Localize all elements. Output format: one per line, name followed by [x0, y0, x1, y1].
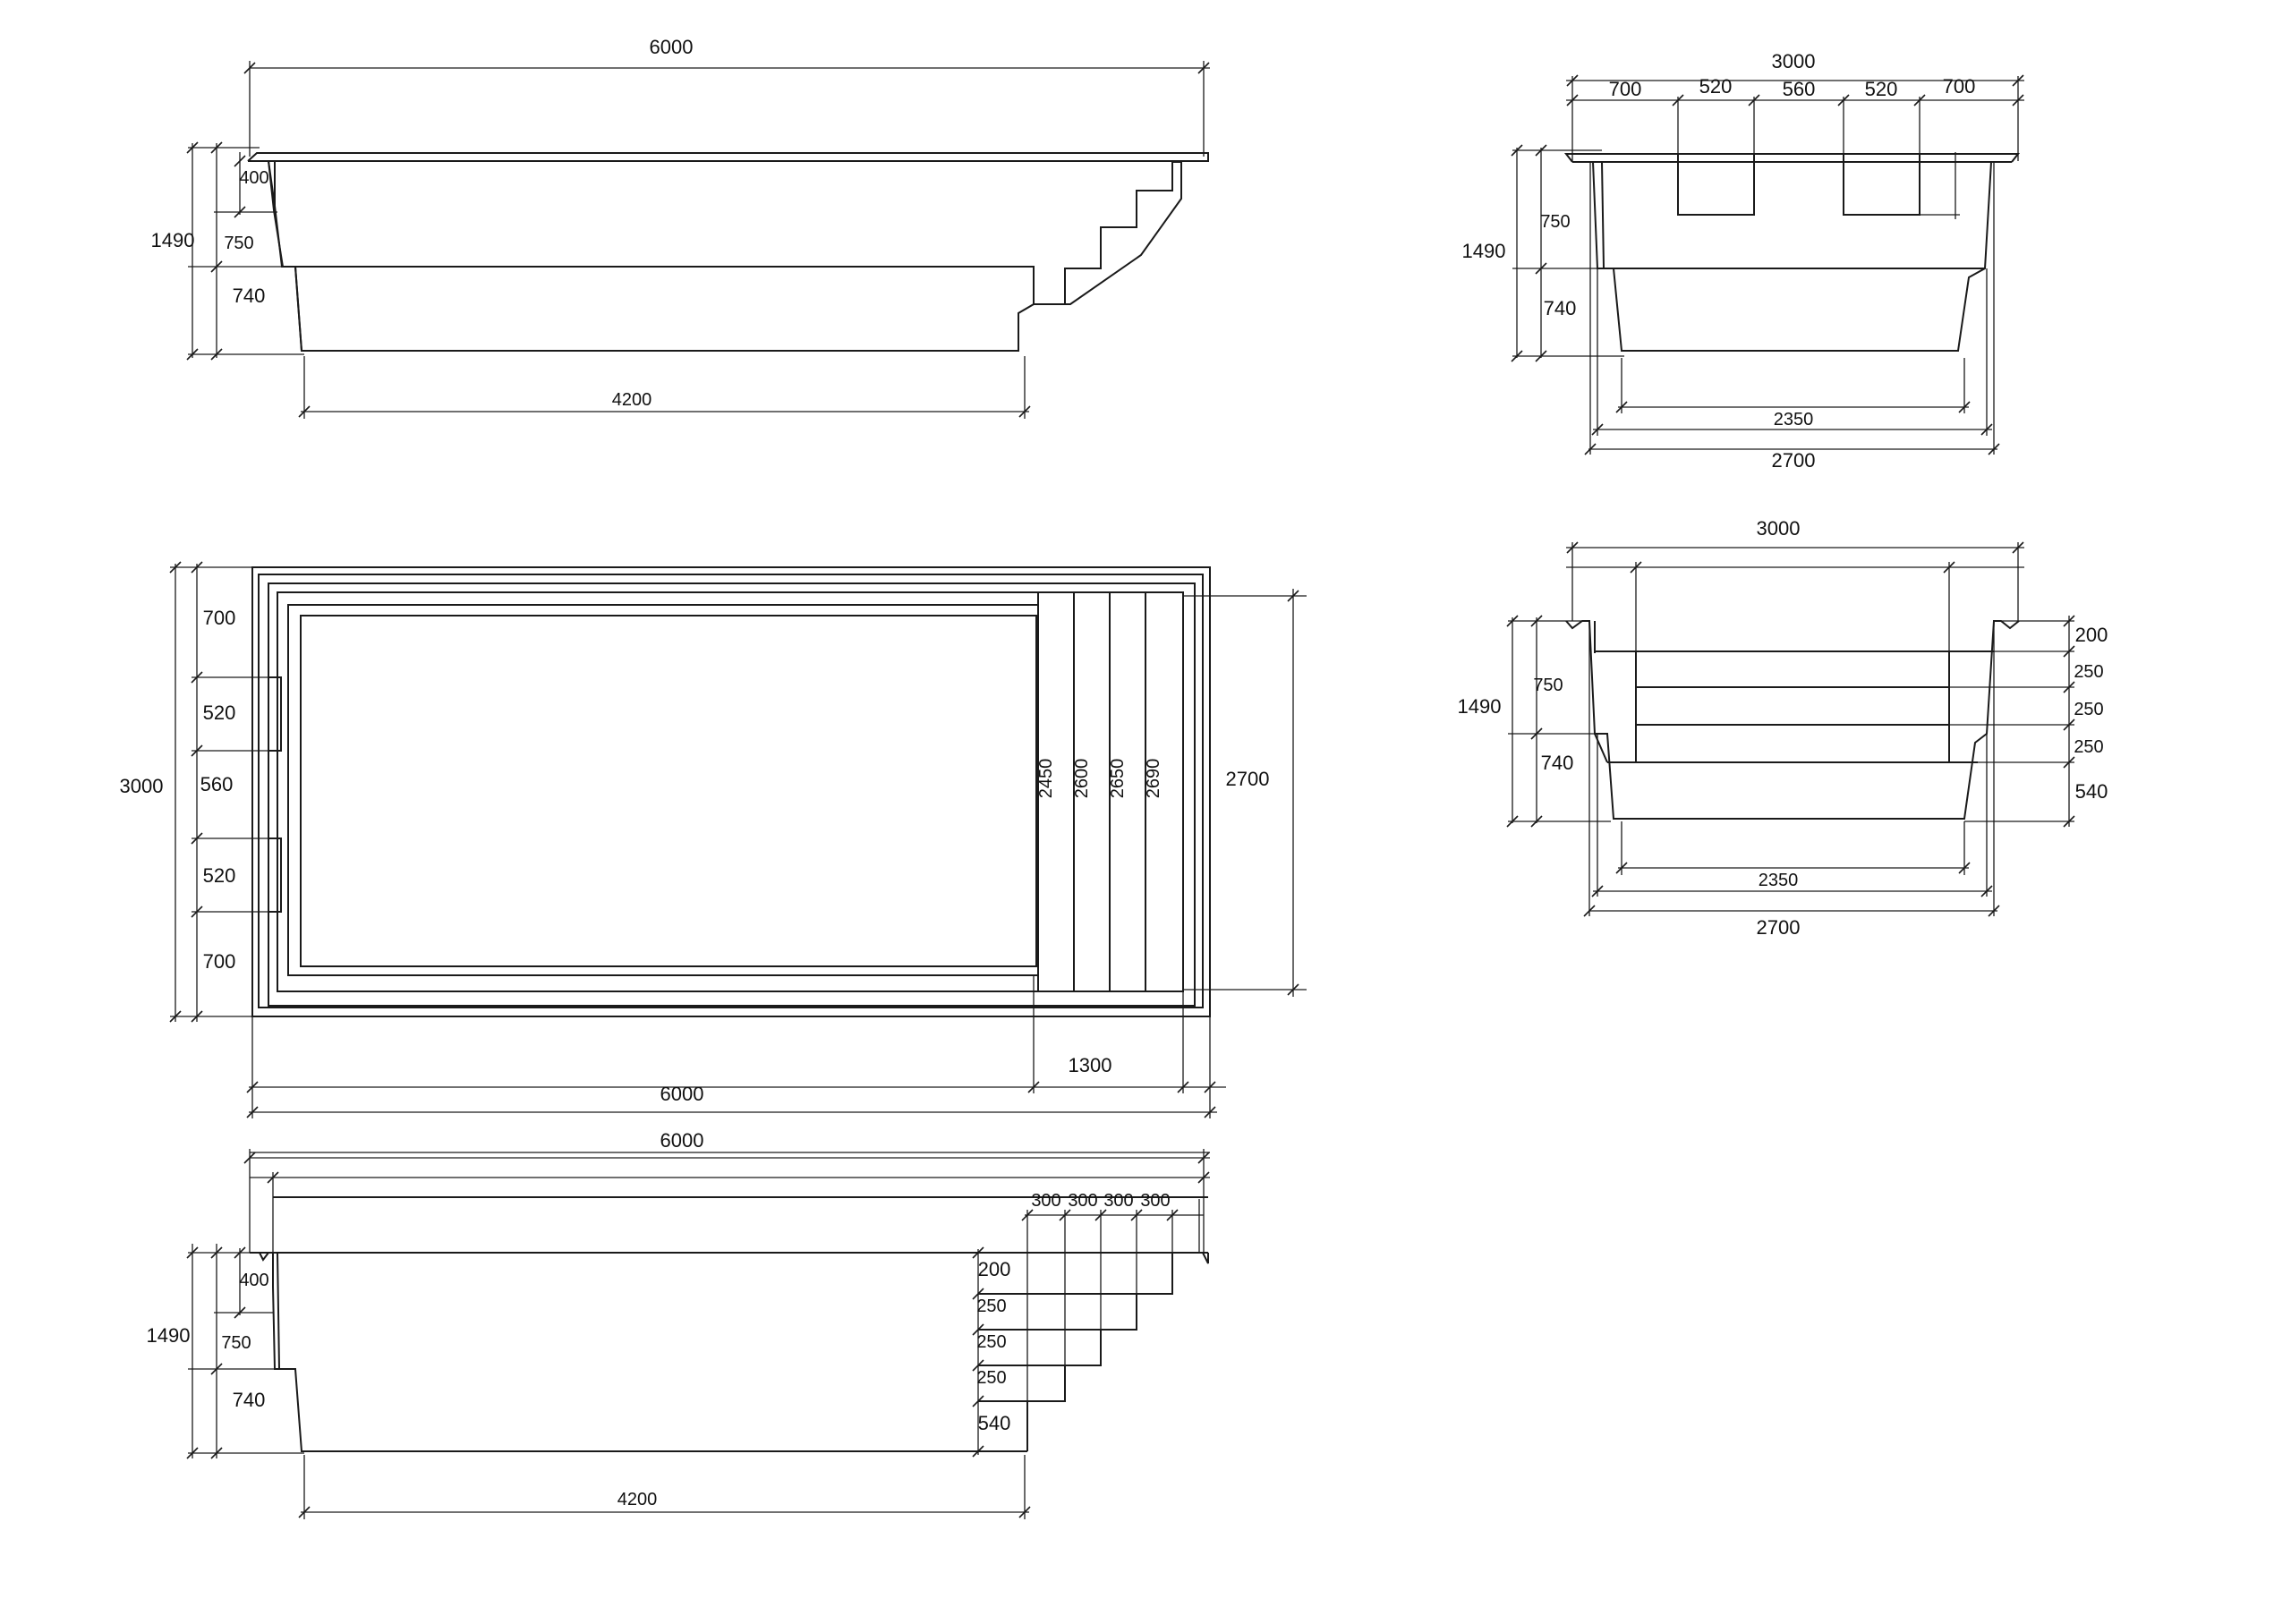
dim-left-5: 700	[203, 950, 236, 973]
dim-left-4: 520	[203, 864, 236, 887]
dim-seg-3: 560	[1783, 78, 1816, 100]
plan-view: 3000 700 520 560 520 700 2450 2600 2650 …	[120, 561, 1307, 1118]
end-section-steps: 3000 200 250 250 250 540 1490 750 740 23…	[1458, 517, 2108, 939]
side-section-bottom: 6000 300 300 300 300 200 250 250 250 540…	[147, 1129, 1210, 1519]
dim-length: 6000	[660, 1083, 704, 1105]
step-width-3: 2650	[1108, 759, 1128, 799]
dim-depth-b: 750	[1533, 676, 1563, 695]
side-section-top: 6000 1490 400 750 740 4200	[151, 36, 1210, 419]
riser-5: 540	[978, 1412, 1011, 1434]
dim-width: 3000	[1757, 517, 1801, 540]
dim-length: 6000	[660, 1129, 704, 1152]
dim-depth-c: 740	[233, 1389, 266, 1411]
dim-width: 3000	[120, 775, 164, 797]
dim-seg-5: 700	[1943, 75, 1976, 98]
dim-bottom-length: 4200	[612, 390, 652, 410]
dim-seg-1: 700	[1609, 78, 1642, 100]
dim-depth-total: 1490	[1458, 695, 1502, 718]
dim-step-3: 250	[2074, 700, 2103, 719]
dim-depth-total: 1490	[147, 1324, 191, 1347]
dim-bottom-length: 4200	[617, 1490, 658, 1509]
step-width-4: 2690	[1144, 759, 1163, 799]
tread-2: 300	[1068, 1191, 1097, 1211]
dim-inner-width: 2700	[1226, 768, 1270, 790]
dim-depth-c: 740	[1541, 752, 1574, 774]
dim-depth-b: 750	[1540, 212, 1570, 232]
dim-step-1: 200	[2075, 624, 2108, 646]
riser-4: 250	[976, 1368, 1006, 1388]
step-width-1: 2450	[1036, 759, 1056, 799]
dim-left-3: 560	[200, 773, 234, 795]
dim-step-4: 250	[2074, 737, 2103, 757]
dim-length: 6000	[650, 36, 694, 58]
step-width-2: 2600	[1072, 759, 1092, 799]
riser-1: 200	[978, 1258, 1011, 1280]
dim-step-5: 540	[2075, 780, 2108, 803]
dim-depth-a: 400	[239, 1271, 268, 1290]
dim-floor: 2350	[1774, 410, 1814, 429]
dim-seg-4: 520	[1865, 78, 1898, 100]
tread-3: 300	[1103, 1191, 1133, 1211]
dim-inner: 2700	[1772, 449, 1816, 472]
dim-floor: 2350	[1759, 871, 1799, 890]
dim-left-2: 520	[203, 701, 236, 724]
tread-4: 300	[1140, 1191, 1170, 1211]
dim-seg-2: 520	[1699, 75, 1733, 98]
dim-depth-total: 1490	[1462, 240, 1506, 262]
dim-step-2: 250	[2074, 662, 2103, 682]
riser-2: 250	[976, 1297, 1006, 1316]
dim-inner: 2700	[1757, 916, 1801, 939]
dim-left-1: 700	[203, 607, 236, 629]
dim-depth-b: 750	[224, 234, 253, 253]
dim-depth-b: 750	[221, 1333, 251, 1353]
riser-3: 250	[976, 1332, 1006, 1352]
dim-depth-c: 740	[233, 285, 266, 307]
dim-step-zone: 1300	[1069, 1054, 1112, 1076]
dim-width: 3000	[1772, 50, 1816, 72]
tread-1: 300	[1031, 1191, 1060, 1211]
dim-depth-total: 1490	[151, 229, 195, 251]
dim-depth-a: 400	[239, 168, 268, 188]
end-section-top: 3000 700 520 560 520 700 1490 750 740 23…	[1462, 50, 2024, 472]
dim-depth-c: 740	[1544, 297, 1577, 319]
